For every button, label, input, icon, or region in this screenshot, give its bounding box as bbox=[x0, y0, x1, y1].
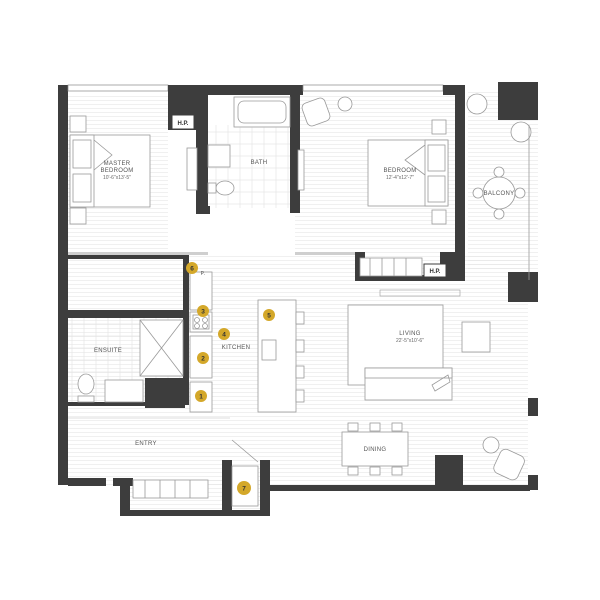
ensuite-label: ENSUITE bbox=[94, 348, 122, 354]
badge-6 bbox=[186, 262, 198, 274]
badge-label-6: 6 bbox=[190, 265, 194, 272]
number-badges: 1 2 3 4 5 6 7 bbox=[186, 262, 275, 495]
bath-label: BATH bbox=[251, 160, 268, 166]
badge-5 bbox=[263, 309, 275, 321]
master-bedroom-size: 10'-6"x13'-5" bbox=[103, 175, 131, 181]
badge-label-7: 7 bbox=[242, 485, 246, 492]
bath-fixtures bbox=[207, 96, 305, 196]
badge-label-2: 2 bbox=[201, 355, 205, 362]
entry-label: ENTRY bbox=[135, 441, 157, 447]
badge-label-1: 1 bbox=[199, 393, 203, 400]
bedroom-label: BEDROOM bbox=[383, 168, 416, 174]
badge-3 bbox=[197, 305, 209, 317]
walls bbox=[58, 82, 538, 516]
hp-label-right: H.P. bbox=[430, 269, 441, 275]
hp-box-right bbox=[423, 263, 447, 278]
badge-label-3: 3 bbox=[201, 308, 205, 315]
living-label: LIVING bbox=[399, 331, 421, 337]
kitchen-label: KITCHEN bbox=[222, 345, 250, 351]
balcony-furniture bbox=[466, 93, 532, 280]
room-labels: MASTER BEDROOM 10'-6"x13'-5" BATH BEDROO… bbox=[94, 160, 514, 453]
living-furniture bbox=[347, 289, 491, 401]
ensuite-fixtures bbox=[77, 319, 184, 403]
balcony-label: BALCONY bbox=[484, 191, 515, 197]
badge-2 bbox=[197, 352, 209, 364]
hp-boxes: H.P. H.P. bbox=[171, 114, 447, 278]
dining-furniture bbox=[341, 422, 525, 481]
bedroom-size: 12'-4"x12'-7" bbox=[386, 175, 414, 181]
badge-7 bbox=[237, 481, 251, 495]
master-bedroom-label-2: BEDROOM bbox=[100, 168, 133, 174]
kitchen-furniture bbox=[189, 271, 305, 413]
living-size: 22'-5"x10'-6" bbox=[396, 338, 424, 344]
badge-label-4: 4 bbox=[222, 331, 226, 338]
hp-box-top bbox=[171, 114, 195, 130]
badge-1 bbox=[195, 390, 207, 402]
hp-label-top: H.P. bbox=[178, 121, 189, 127]
bedroom-furniture bbox=[301, 96, 449, 277]
master-bedroom-label: MASTER bbox=[104, 161, 131, 167]
badge-label-5: 5 bbox=[267, 312, 271, 319]
badge-4 bbox=[218, 328, 230, 340]
dining-label: DINING bbox=[364, 447, 387, 453]
master-bedroom-furniture bbox=[69, 115, 198, 225]
pantry-label: P. bbox=[201, 271, 206, 277]
